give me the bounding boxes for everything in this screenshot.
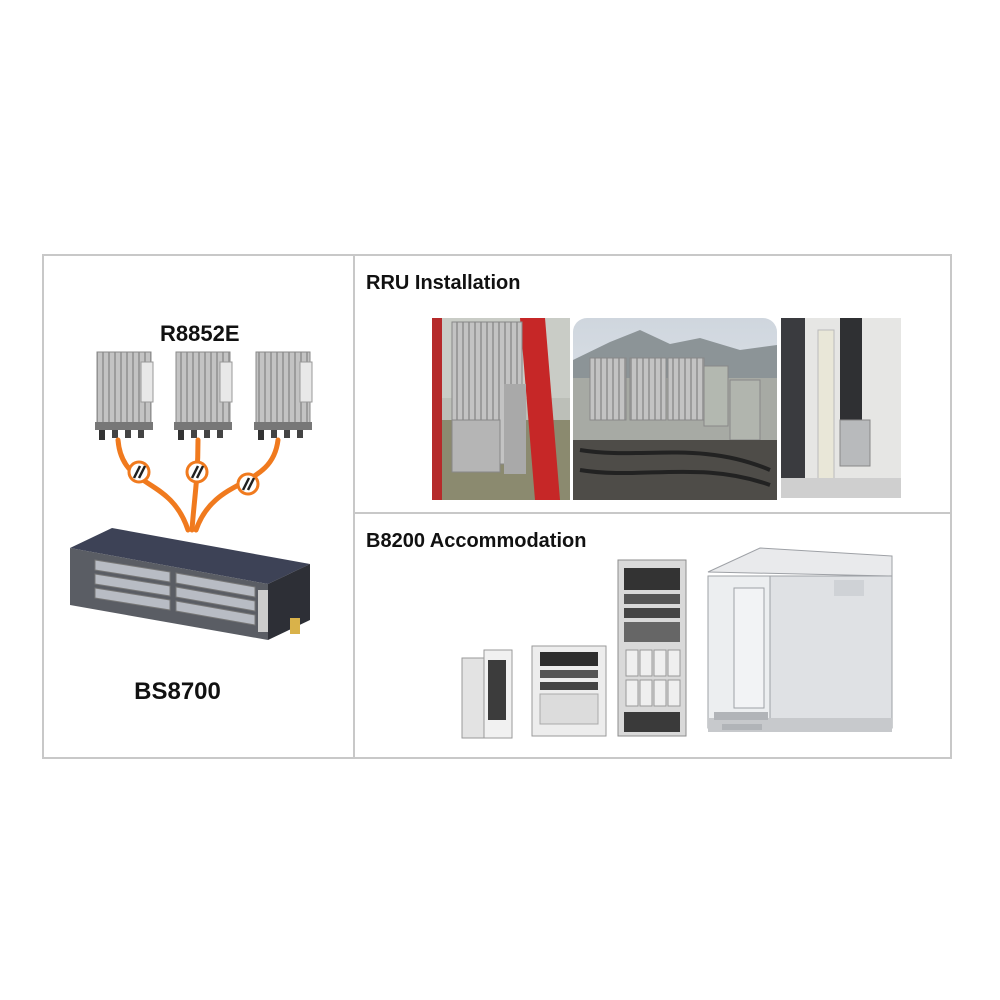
fiber-connector-icon: [236, 472, 260, 496]
outdoor-cabinet-small: [461, 649, 513, 739]
indoor-rack-small: [531, 645, 607, 737]
rru-unit-1: [95, 351, 154, 440]
indoor-rack-tall: [617, 559, 687, 737]
rru-tower-photo: [432, 318, 570, 500]
shelter-building: [707, 547, 893, 732]
rru-installation-title: RRU Installation: [366, 272, 521, 294]
rru-unit-2: [174, 351, 233, 440]
diagram-frame: [42, 254, 952, 759]
rru-indoor-photo: [781, 318, 901, 498]
fiber-connector-icon: [185, 460, 209, 484]
rru-unit-3: [254, 351, 313, 440]
panel-divider-vertical: [353, 254, 355, 759]
fiber-connector-icon: [127, 460, 151, 484]
rru-wall-photo: [573, 318, 777, 500]
b8200-accommodation-title: B8200 Accommodation: [366, 530, 587, 552]
panel-divider-horizontal: [355, 512, 952, 514]
bbu-model-label: BS8700: [134, 678, 221, 705]
rru-model-label: R8852E: [160, 321, 240, 346]
bbu-chassis: [70, 528, 310, 640]
